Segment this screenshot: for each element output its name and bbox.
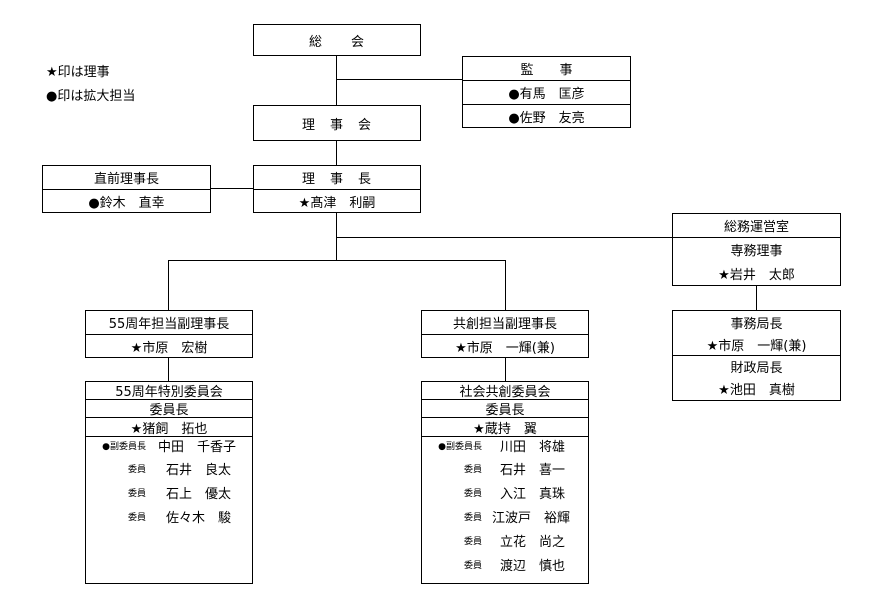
member-name: 中田 千香子 <box>158 439 237 455</box>
committee-cocreation-box: 社会共創委員会 委員長 ★蔵持 翼 ●副委員長 川田 将雄 委員 石井 喜一 委… <box>421 381 589 584</box>
finance-title: 財政局長 <box>673 355 840 377</box>
auditors-box: 監 事 ●有馬 匡彦 ●佐野 友亮 <box>462 56 631 128</box>
general-assembly-label: 総 会 <box>308 34 365 50</box>
member-role: 委員 <box>127 464 146 475</box>
committee-55th-chair-label: 委員長 <box>86 399 252 418</box>
committee-cocreation-members: ●副委員長 川田 将雄 委員 石井 喜一 委員 入江 真珠 委員 江波戸 裕輝 … <box>422 436 588 574</box>
finance-name: ★池田 真樹 <box>718 382 795 398</box>
member-role: 委員 <box>127 488 146 499</box>
list-item: 委員 石井 良太 <box>88 457 231 479</box>
president-name: ★髙津 利嗣 <box>254 189 420 212</box>
list-item: 委員 渡辺 慎也 <box>424 553 565 575</box>
list-item: 委員 石上 優太 <box>88 481 231 503</box>
member-role: 委員 <box>463 488 482 499</box>
legend-star: ★印は理事 <box>46 65 110 80</box>
vp-cocreation-name: ★市原 一輝(兼) <box>422 334 588 357</box>
committee-cocreation-title: 社会共創委員会 <box>459 385 551 400</box>
line-to-former-president <box>211 188 253 189</box>
member-role: 委員 <box>463 536 482 547</box>
member-role: ●副委員長 <box>438 441 482 452</box>
committee-55th-title: 55周年特別委員会 <box>115 385 223 400</box>
member-name: 渡辺 慎也 <box>500 558 566 574</box>
member-role: ●副委員長 <box>102 441 146 452</box>
committee-55th-box: 55周年特別委員会 委員長 ★猪飼 拓也 ●副委員長 中田 千香子 委員 石井 … <box>85 381 253 584</box>
member-name: 立花 尚之 <box>500 534 566 550</box>
vp-cocreation-box: 共創担当副理事長 ★市原 一輝(兼) <box>421 310 589 358</box>
list-item: ●副委員長 中田 千香子 <box>88 434 236 456</box>
board-box: 理 事 会 <box>253 105 421 141</box>
list-item: ●副委員長 川田 将雄 <box>424 434 565 456</box>
member-role: 委員 <box>463 560 482 571</box>
member-name: 石上 優太 <box>166 486 232 502</box>
line-president-down <box>336 212 337 260</box>
list-item: 委員 佐々木 駿 <box>88 505 231 527</box>
president-title: 理 事 長 <box>301 172 372 187</box>
line-vp-branch <box>168 260 505 261</box>
member-role: 委員 <box>463 512 482 523</box>
line-to-auditors <box>336 79 462 80</box>
board-label: 理 事 会 <box>301 117 372 133</box>
general-affairs-name: ★岩井 太郎 <box>718 267 795 283</box>
list-item: 委員 立花 尚之 <box>424 529 565 551</box>
member-role: 委員 <box>463 464 482 475</box>
line-to-vp-55th <box>168 260 169 310</box>
member-name: 石井 良太 <box>166 462 232 478</box>
member-role: 委員 <box>127 512 146 523</box>
member-name: 入江 真珠 <box>500 486 566 502</box>
general-affairs-title: 総務運営室 <box>723 220 789 235</box>
president-box: 理 事 長 ★髙津 利嗣 <box>253 165 421 213</box>
former-president-name: ●鈴木 直幸 <box>43 189 210 212</box>
committee-cocreation-chair-label: 委員長 <box>422 399 588 418</box>
general-assembly-box: 総 会 <box>253 24 421 56</box>
vp-55th-title: 55周年担当副理事長 <box>108 317 230 332</box>
line-vp-55th-committee <box>168 358 169 381</box>
list-item: 委員 石井 喜一 <box>424 457 565 479</box>
line-to-vp-cocreation <box>505 260 506 310</box>
member-name: 石井 喜一 <box>500 462 566 478</box>
secretariat-title: 事務局長 <box>730 316 783 332</box>
list-item: 委員 入江 真珠 <box>424 481 565 503</box>
general-affairs-subtitle: 専務理事 <box>673 237 840 261</box>
member-name: 佐々木 駿 <box>166 510 232 526</box>
vp-55th-box: 55周年担当副理事長 ★市原 宏樹 <box>85 310 253 358</box>
former-president-title: 直前理事長 <box>93 172 159 187</box>
auditors-title: 監 事 <box>520 63 573 78</box>
vp-cocreation-title: 共創担当副理事長 <box>452 317 557 332</box>
committee-cocreation-chair: ★蔵持 翼 <box>422 417 588 437</box>
committee-55th-chair: ★猪飼 拓也 <box>86 417 252 437</box>
member-name: 川田 将雄 <box>500 439 566 455</box>
legend-dot: ●印は拡大担当 <box>46 89 136 104</box>
list-item: 委員 江波戸 裕輝 <box>424 505 570 527</box>
line-board-president <box>336 141 337 165</box>
auditor-2: ●佐野 友亮 <box>463 104 630 127</box>
secretariat-box: 事務局長 ★市原 一輝(兼) 財政局長 ★池田 真樹 <box>672 310 841 401</box>
committee-55th-members: ●副委員長 中田 千香子 委員 石井 良太 委員 石上 優太 委員 佐々木 駿 <box>86 436 252 526</box>
former-president-box: 直前理事長 ●鈴木 直幸 <box>42 165 211 213</box>
line-general-affairs-secretariat <box>756 286 757 310</box>
line-assembly-board <box>336 56 337 105</box>
line-vp-cocreation-committee <box>505 358 506 381</box>
secretariat-name: ★市原 一輝(兼) <box>706 338 807 354</box>
vp-55th-name: ★市原 宏樹 <box>86 334 252 357</box>
auditor-1: ●有馬 匡彦 <box>463 80 630 104</box>
member-name: 江波戸 裕輝 <box>492 510 571 526</box>
general-affairs-box: 総務運営室 専務理事 ★岩井 太郎 <box>672 213 841 286</box>
line-to-general-affairs <box>336 237 672 238</box>
